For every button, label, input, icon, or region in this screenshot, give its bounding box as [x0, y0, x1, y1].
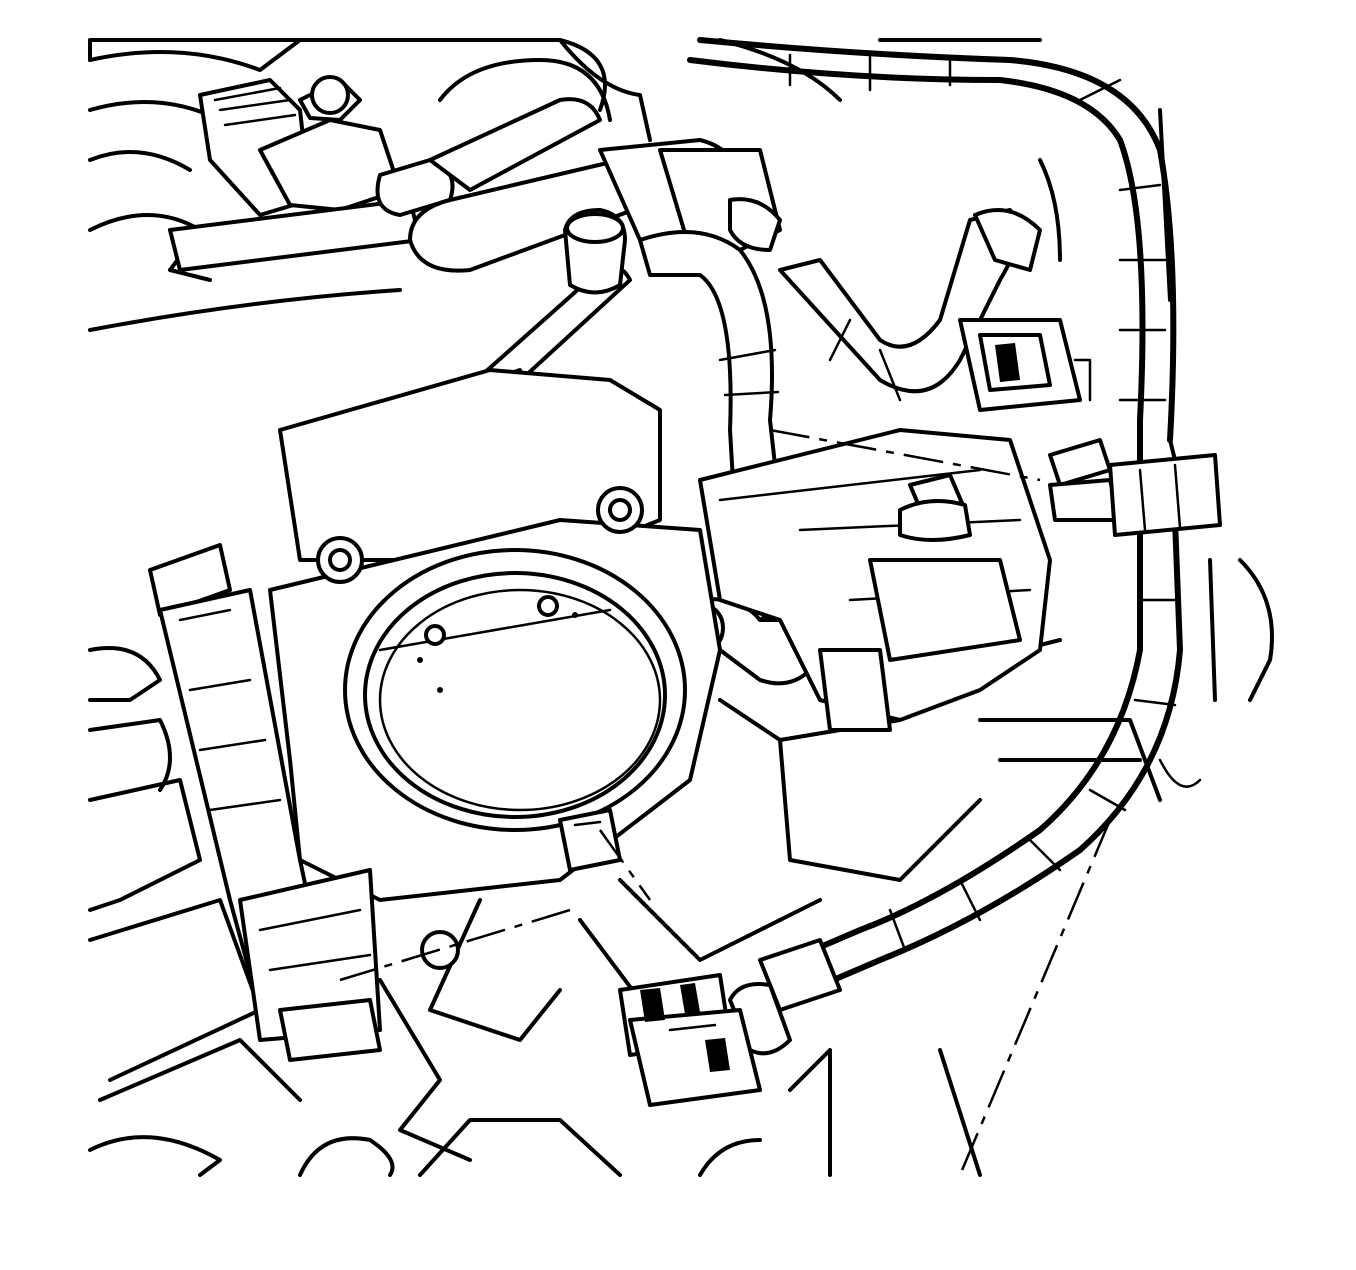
intake-pipes	[408, 97, 782, 273]
map-sensor-assembly	[168, 75, 455, 272]
harness-clip	[1048, 438, 1222, 537]
harness-connector	[618, 973, 762, 1107]
reference-lines	[339, 428, 1041, 982]
throttle-body	[268, 368, 722, 970]
mounting-bolts	[316, 486, 644, 970]
throttle-position-sensor-housing	[148, 543, 382, 1062]
throttle-actuator-housing	[698, 318, 1092, 732]
